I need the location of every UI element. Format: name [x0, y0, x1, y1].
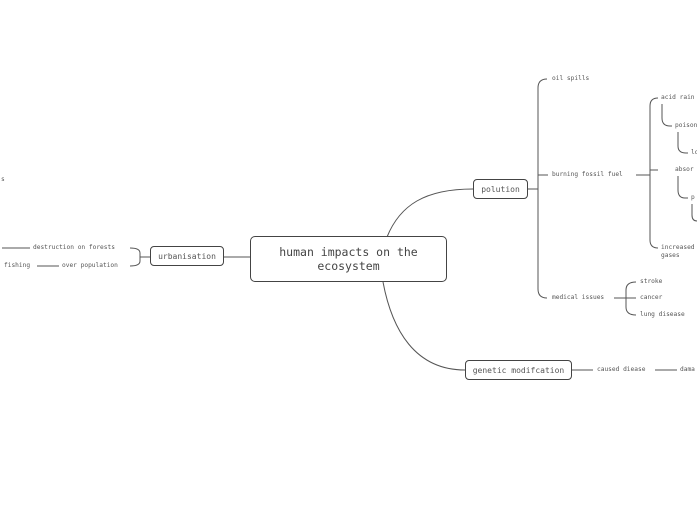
link-burning-bracket	[649, 97, 659, 249]
link-central-polution	[386, 188, 474, 238]
node-fishing[interactable]: fishing	[3, 262, 32, 270]
node-lo[interactable]: lo	[690, 149, 697, 157]
central-topic[interactable]: human impacts on the ecosystem	[250, 236, 447, 282]
link-p-deep	[691, 204, 697, 222]
link-poison-lo	[677, 132, 688, 154]
node-polution[interactable]: polution	[473, 179, 528, 199]
node-medical-issues[interactable]: medical issues	[551, 294, 606, 302]
node-absor[interactable]: absor	[674, 166, 695, 174]
node-genetic-modifcation[interactable]: genetic modifcation	[465, 360, 572, 380]
link-absor-p	[677, 176, 688, 199]
node-poison[interactable]: poison	[674, 122, 697, 130]
node-oil-spills[interactable]: oil spills	[551, 75, 591, 83]
node-cancer[interactable]: cancer	[639, 294, 664, 302]
node-caused-diease[interactable]: caused diease	[596, 366, 647, 374]
node-acid-rain[interactable]: acid rain	[660, 94, 696, 102]
node-stroke[interactable]: stroke	[639, 278, 664, 286]
link-acid-poison	[661, 104, 672, 127]
node-dama[interactable]: dama	[679, 366, 696, 374]
node-destruction-on-forests[interactable]: destruction on forests	[32, 244, 116, 252]
node-burning-fossil-fuel[interactable]: burning fossil fuel	[551, 171, 624, 179]
link-central-genetic	[382, 281, 466, 371]
link-urban-bracket	[129, 247, 141, 267]
node-p[interactable]: p	[690, 194, 696, 202]
node-gases[interactable]: gases	[660, 252, 681, 260]
node-urbanisation[interactable]: urbanisation	[150, 246, 224, 266]
node-lung-disease[interactable]: lung disease	[639, 311, 686, 319]
node-increased[interactable]: increased	[660, 244, 696, 252]
link-polution-bracket	[537, 78, 548, 299]
node-offscreen-fragment[interactable]: s	[0, 176, 6, 184]
node-over-population[interactable]: over population	[61, 262, 119, 270]
